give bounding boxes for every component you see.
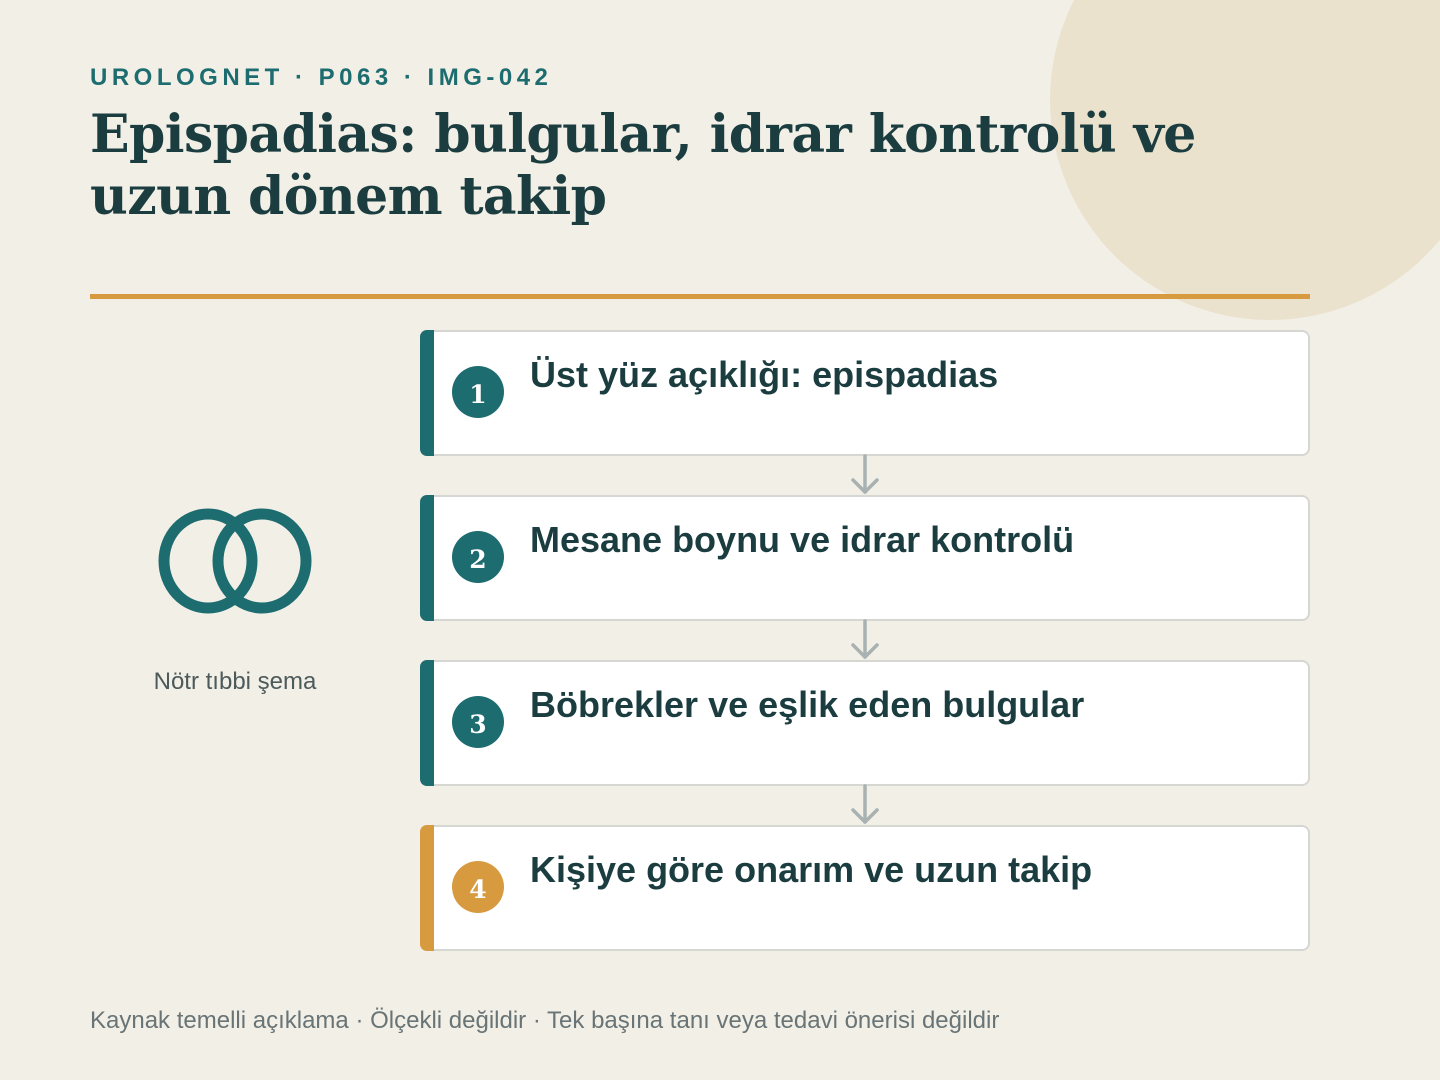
footer-disclaimer: Kaynak temelli açıklama · Ölçekli değild… [90, 1007, 1000, 1034]
step-number-badge: 2 [452, 531, 504, 583]
source-label: UROLOGNET · P063 · IMG-042 [90, 64, 553, 91]
step-title: Kişiye göre onarım ve uzun takip [530, 849, 1093, 890]
step-card-2: 2 Mesane boynu ve idrar kontrolü [420, 495, 1310, 621]
step-number-badge: 1 [452, 366, 504, 418]
down-arrow-icon [849, 784, 881, 826]
illustration-caption: Nötr tıbbi şema [153, 668, 317, 695]
step-card-4: 4 Kişiye göre onarım ve uzun takip [420, 825, 1310, 951]
step-title: Mesane boynu ve idrar kontrolü [530, 519, 1075, 560]
down-arrow-icon [849, 619, 881, 661]
page-title: Epispadias: bulgular, idrar kontrolü ve … [90, 104, 1196, 227]
down-arrow-icon [849, 454, 881, 496]
neutral-schematic-illustration [150, 500, 320, 630]
step-number-badge: 4 [452, 861, 504, 913]
interlocking-rings-icon [158, 508, 312, 614]
step-accent-bar [420, 825, 434, 951]
step-title: Üst yüz açıklığı: epispadias [530, 354, 999, 395]
step-accent-bar [420, 330, 434, 456]
step-title: Böbrekler ve eşlik eden bulgular [530, 684, 1085, 725]
step-card-1: 1 Üst yüz açıklığı: epispadias [420, 330, 1310, 456]
step-accent-bar [420, 660, 434, 786]
step-card-3: 3 Böbrekler ve eşlik eden bulgular [420, 660, 1310, 786]
title-divider [90, 294, 1310, 299]
step-number-badge: 3 [452, 696, 504, 748]
step-accent-bar [420, 495, 434, 621]
